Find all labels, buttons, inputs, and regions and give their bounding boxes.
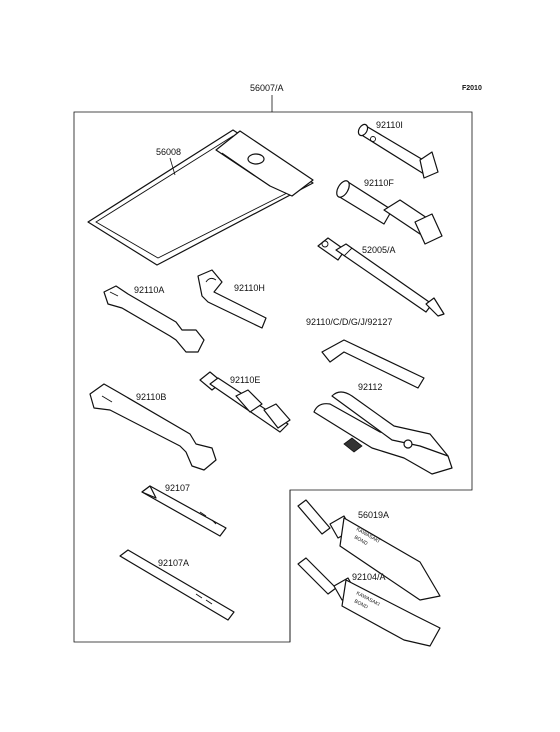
label-wrench-b: 92110B <box>136 392 166 402</box>
label-bag: 56008 <box>156 147 181 157</box>
pliers[interactable] <box>313 391 453 475</box>
wrench-a[interactable] <box>103 285 205 353</box>
bond-tube-a[interactable]: KAWASAKI BOND <box>297 499 441 601</box>
label-box-wrench-large: 92110F <box>364 178 394 188</box>
figure-code: F2010 <box>462 85 482 92</box>
extension-bar[interactable] <box>317 237 445 317</box>
leader-bag <box>169 157 176 176</box>
hook-wrench[interactable] <box>197 269 267 329</box>
box-wrench-large[interactable] <box>334 179 443 245</box>
screwdriver[interactable] <box>141 485 227 537</box>
hex-keys[interactable] <box>321 339 425 389</box>
label-wrench-a: 92110A <box>134 285 164 295</box>
label-screwdriver-handle: 92107A <box>158 558 189 568</box>
label-box-wrench-small: 92110I <box>376 120 403 130</box>
label-screwdriver: 92107 <box>165 483 190 493</box>
label-bond-b: 92104/A <box>352 572 386 582</box>
bond-tube-b[interactable]: KAWASAKI BOND <box>297 557 441 647</box>
label-hook-wrench: 92110H <box>234 283 265 293</box>
label-extension-bar: 52005/A <box>362 245 396 255</box>
plug-wrench[interactable] <box>199 371 291 433</box>
box-wrench-small[interactable] <box>357 123 439 179</box>
label-plug-wrench: 92110E <box>230 375 260 385</box>
label-bond-a: 56019A <box>358 510 389 520</box>
wrench-b[interactable] <box>89 383 217 471</box>
label-hex-keys: 92110/C/D/G/J/92127 <box>306 317 392 327</box>
kit-label: 56007/A <box>250 83 284 93</box>
tool-bag[interactable] <box>87 129 314 266</box>
screwdriver-handle[interactable] <box>119 549 235 621</box>
label-pliers: 92112 <box>358 382 382 392</box>
